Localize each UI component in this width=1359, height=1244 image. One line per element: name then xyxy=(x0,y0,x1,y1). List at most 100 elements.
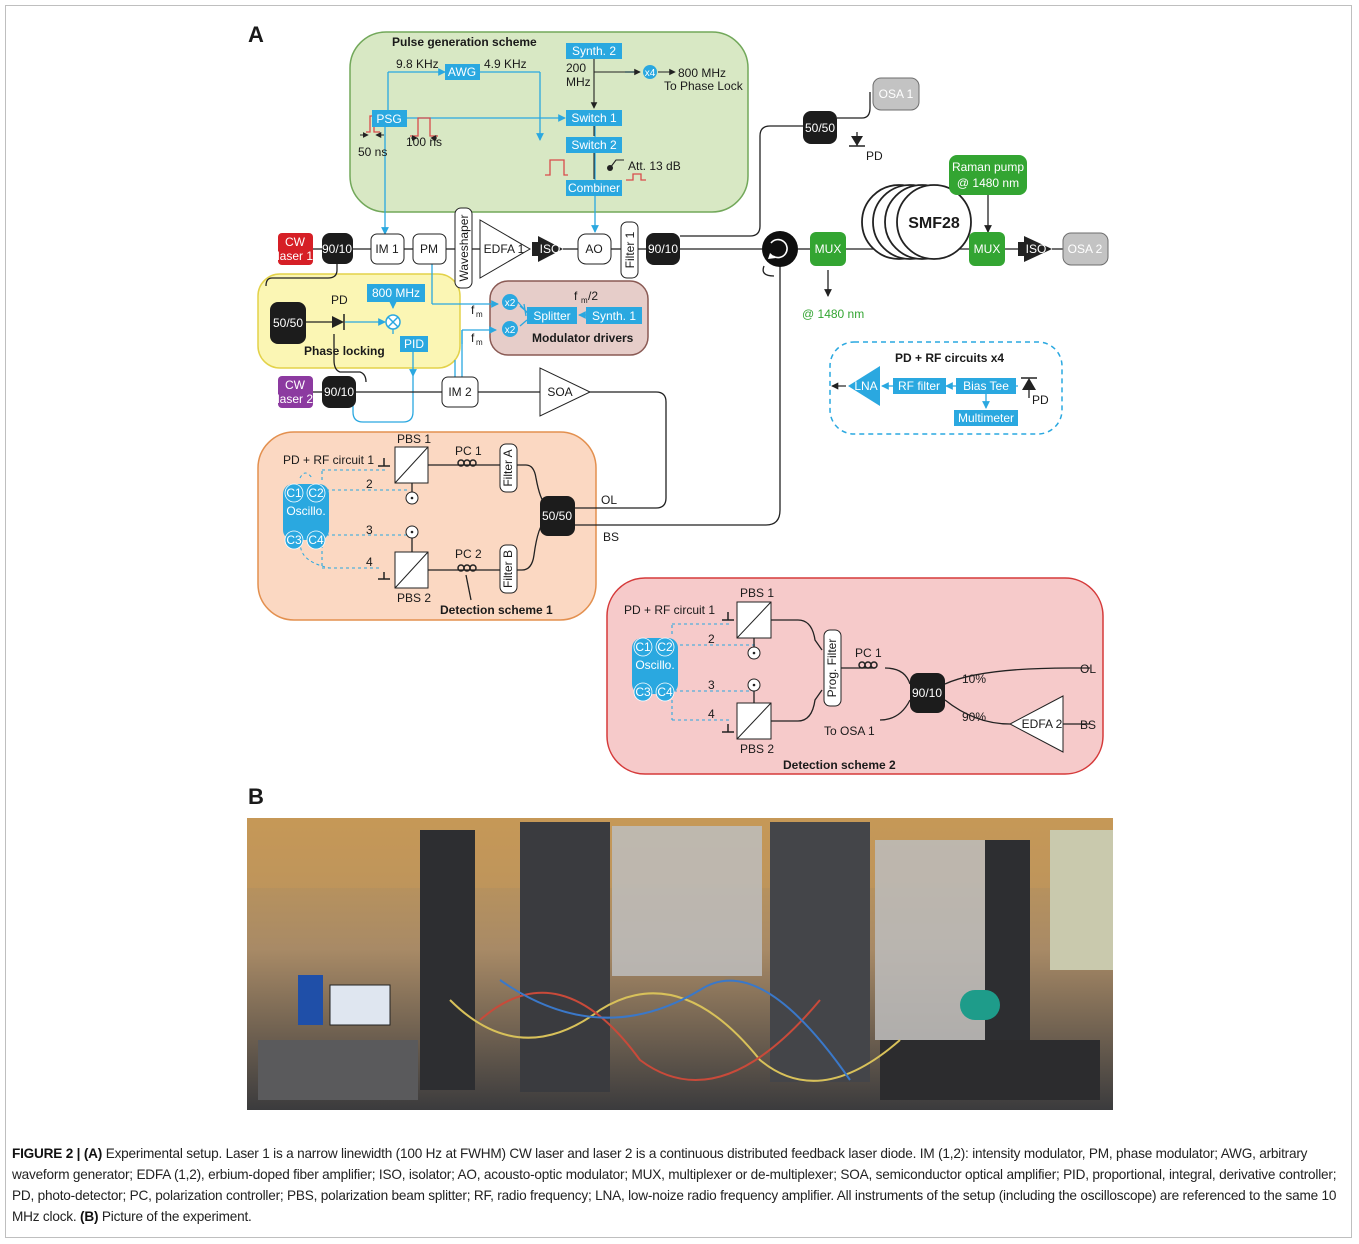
combiner-label: Combiner xyxy=(568,181,620,195)
det1-pc1-label: PC 1 xyxy=(455,444,482,458)
coupler-90-10-b-label: 90/10 xyxy=(648,242,678,256)
synth2-box xyxy=(566,43,622,59)
det1-n3: 3 xyxy=(366,523,373,537)
det1-n2: 2 xyxy=(366,477,373,491)
awg-label: AWG xyxy=(448,65,476,79)
multimeter-box xyxy=(954,410,1018,426)
det1-c3: C3 xyxy=(286,533,302,547)
im2-label: IM 2 xyxy=(448,385,472,399)
det2-to-osa1: To OSA 1 xyxy=(824,724,875,738)
experiment-photo xyxy=(247,818,1113,1110)
circulator-arrow xyxy=(770,238,788,259)
circulator xyxy=(762,231,798,267)
det1-coupler-50-50 xyxy=(540,496,575,536)
det1-n4: 4 xyxy=(366,555,373,569)
x2-b-label: x2 xyxy=(505,325,516,336)
det2-n4: 4 xyxy=(708,707,715,721)
pulse-50ns: 50 ns xyxy=(358,145,387,159)
edfa1-amplifier xyxy=(479,219,531,279)
det2-c1: C1 xyxy=(635,640,651,654)
coupler-50-50-top-label: 50/50 xyxy=(805,121,835,135)
det2-10pct: 10% xyxy=(962,672,986,686)
raman-pump xyxy=(949,155,1027,195)
detection-2-title: Detection scheme 2 xyxy=(783,758,896,772)
cw-laser-2-line2: laser 2 xyxy=(277,392,313,406)
edfa2-label: EDFA 2 xyxy=(1022,717,1063,731)
det2-bs-label: BS xyxy=(1080,718,1096,732)
iso-2-label: ISO xyxy=(1026,242,1047,256)
fm-half-sub: m xyxy=(581,296,588,305)
raman-line1: Raman pump xyxy=(952,160,1024,174)
iso-1-label: ISO xyxy=(540,242,561,256)
cw-laser-1 xyxy=(278,233,313,265)
det2-pc1-label: PC 1 xyxy=(855,646,882,660)
figure-frame xyxy=(5,5,1352,1238)
cw-laser-1-line1: CW xyxy=(285,235,306,249)
det1-c1: C1 xyxy=(286,486,302,500)
coupler-90-10-a-label: 90/10 xyxy=(322,242,352,256)
det1-ol-label: OL xyxy=(601,493,617,507)
iso-1 xyxy=(538,236,563,262)
modulator-drivers-title: Modulator drivers xyxy=(532,331,634,345)
cw-laser-1-line2: laser 1 xyxy=(277,249,313,263)
det1-pbs2-label: PBS 2 xyxy=(397,591,431,605)
det2-ol-label: OL xyxy=(1080,662,1096,676)
mux-1-label: MUX xyxy=(815,242,842,256)
pid-label: PID xyxy=(404,337,424,351)
lna-label: LNA xyxy=(854,379,877,393)
osa1-label: OSA 1 xyxy=(879,87,914,101)
x2-multiplier-a xyxy=(502,294,518,310)
drop-1480-label: @ 1480 nm xyxy=(802,307,864,321)
mux-2 xyxy=(969,232,1005,266)
pulse-scheme-title: Pulse generation scheme xyxy=(392,35,537,49)
pd-diode-rf xyxy=(1022,378,1036,390)
smf28-label: SMF28 xyxy=(908,215,960,232)
det1-filter-b xyxy=(499,544,518,594)
det1-filter-b-label: Filter B xyxy=(501,550,515,588)
det1-pc2-label: PC 2 xyxy=(455,547,482,561)
switch2-box xyxy=(566,137,622,153)
raman-line2: @ 1480 nm xyxy=(957,176,1019,190)
im1-label: IM 1 xyxy=(375,242,399,256)
det2-c2: C2 xyxy=(657,640,673,654)
freq-4-9-khz: 4.9 KHz xyxy=(484,57,527,71)
det2-n2: 2 xyxy=(708,632,715,646)
pd-rf-label: PD xyxy=(1032,393,1049,407)
bias-tee-label: Bias Tee xyxy=(963,379,1009,393)
freq-800-mhz: 800 MHz xyxy=(678,66,726,80)
ao-box xyxy=(577,233,612,265)
psg-label: PSG xyxy=(376,112,401,126)
fm-top-f: f xyxy=(471,303,475,317)
x2-multiplier-b xyxy=(502,321,518,337)
splitter-box xyxy=(527,307,577,324)
multimeter-label: Multimeter xyxy=(958,411,1014,425)
psg-box xyxy=(372,110,407,127)
det2-prog-filter xyxy=(823,629,842,707)
pd-top-label: PD xyxy=(866,149,883,163)
splitter-label: Splitter xyxy=(533,309,570,323)
det1-filter-a xyxy=(499,443,518,493)
iso-2-block xyxy=(1018,242,1026,256)
osa1-box xyxy=(872,77,920,111)
pd-rf-title: PD + RF circuits x4 xyxy=(895,351,1004,365)
cw-laser-2 xyxy=(278,376,313,408)
pulse-blocks: Synth. 2 AWG PSG Switch 1 Switch 2 Combi… xyxy=(372,43,657,196)
fm-bottom-f: f xyxy=(471,331,475,345)
coupler-90-10-laser2 xyxy=(322,376,356,408)
lna-amplifier xyxy=(848,366,880,406)
det1-coupler-label: 50/50 xyxy=(542,509,572,523)
soa-label: SOA xyxy=(547,385,572,399)
x2-a-label: x2 xyxy=(505,298,516,309)
panel-label-a: A xyxy=(248,22,264,47)
coupler-90-10-laser2-label: 90/10 xyxy=(324,385,354,399)
det1-filter-a-label: Filter A xyxy=(501,449,515,486)
pd-diode-top xyxy=(851,136,863,146)
rf-filter-label: RF filter xyxy=(898,379,940,393)
pid-box xyxy=(400,336,428,352)
det2-c4: C4 xyxy=(657,685,673,699)
osa2-box xyxy=(1062,232,1109,266)
pd-diode-phase xyxy=(332,316,344,328)
caption-b-label: (B) xyxy=(80,1209,99,1224)
awg-box xyxy=(445,64,480,80)
det1-c2: C2 xyxy=(308,486,324,500)
